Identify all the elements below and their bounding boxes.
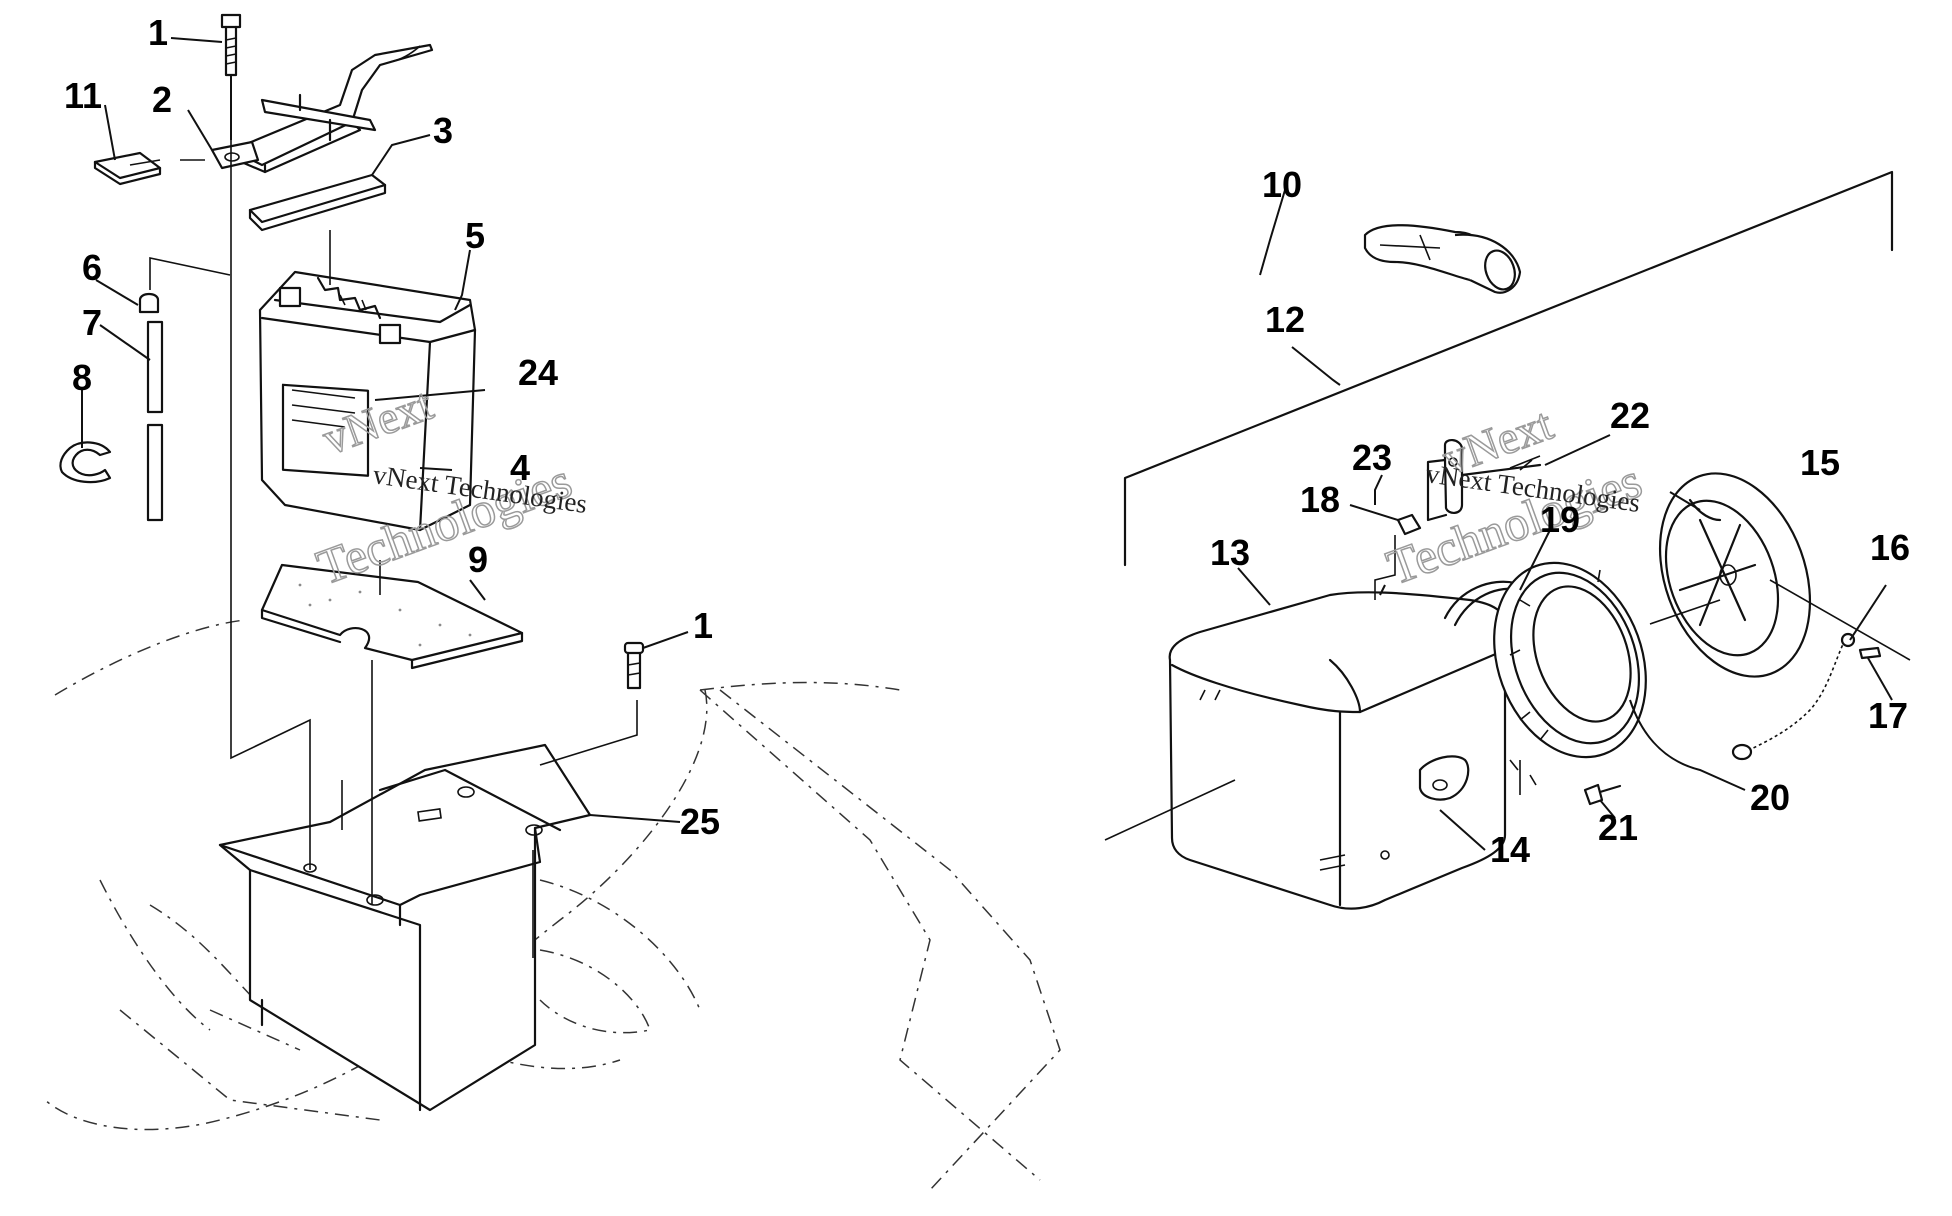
pad-11 <box>93 151 162 186</box>
callout-10-lamp: 10 <box>1262 164 1302 205</box>
callout-13-housing: 13 <box>1210 532 1250 573</box>
callout-25-box: 25 <box>680 801 720 842</box>
callout-23-bracket: 23 <box>1352 437 1392 478</box>
callout-18-grommet: 18 <box>1300 479 1340 520</box>
assembly-lines-left <box>129 140 638 958</box>
headlight-housing <box>1168 591 1507 910</box>
vehicle-frame-outline <box>44 619 1061 1191</box>
insulator-pad <box>248 173 387 232</box>
screw-21 <box>1583 783 1622 806</box>
callout-1-bolt: 1 <box>148 12 168 53</box>
callout-19-ring: 19 <box>1540 499 1580 540</box>
headlight-lens <box>1658 472 1812 678</box>
callout-16-chain: 16 <box>1870 527 1910 568</box>
callout-21-screw: 21 <box>1598 807 1638 848</box>
callout-3-insulator: 3 <box>433 110 453 151</box>
callout-5-terminal: 5 <box>465 215 485 256</box>
callout-11-pad: 11 <box>64 75 102 116</box>
hold-down-bracket <box>210 43 434 174</box>
callout-24-label: 24 <box>518 352 558 393</box>
callout-20-rim: 20 <box>1750 777 1790 818</box>
battery-pad <box>260 563 524 670</box>
callout-6-elbow: 6 <box>82 247 102 288</box>
bolt-top <box>220 13 242 140</box>
callout-2-bracket: 2 <box>152 79 172 120</box>
mounting-bracket-23 <box>1396 439 1542 536</box>
battery-box <box>218 743 592 1112</box>
callout-7-tube: 7 <box>82 302 102 343</box>
callout-12-assembly: 12 <box>1265 299 1305 340</box>
callout-14-cap: 14 <box>1490 829 1530 870</box>
lamp-10 <box>1363 224 1522 294</box>
leader-lines <box>81 37 1893 851</box>
callout-22-screw: 22 <box>1610 395 1650 436</box>
bolt-right <box>623 641 645 690</box>
callout-9-pad: 9 <box>468 539 488 580</box>
callout-15-lens: 15 <box>1800 442 1840 483</box>
callout-labels: 1 2 3 11 5 6 7 8 24 4 9 1 25 10 12 22 23… <box>64 12 1910 870</box>
callout-1-bolt-right: 1 <box>693 605 713 646</box>
vent-tube <box>59 292 164 522</box>
sealed-beam-rim <box>1493 561 1647 786</box>
callout-8-clip: 8 <box>72 357 92 398</box>
callout-17-pin: 17 <box>1868 695 1908 736</box>
assembly-bracket-12 <box>1123 170 1894 567</box>
battery <box>258 270 477 532</box>
assembly-lines-right <box>1104 535 1911 841</box>
callout-4-battery: 4 <box>510 447 530 488</box>
